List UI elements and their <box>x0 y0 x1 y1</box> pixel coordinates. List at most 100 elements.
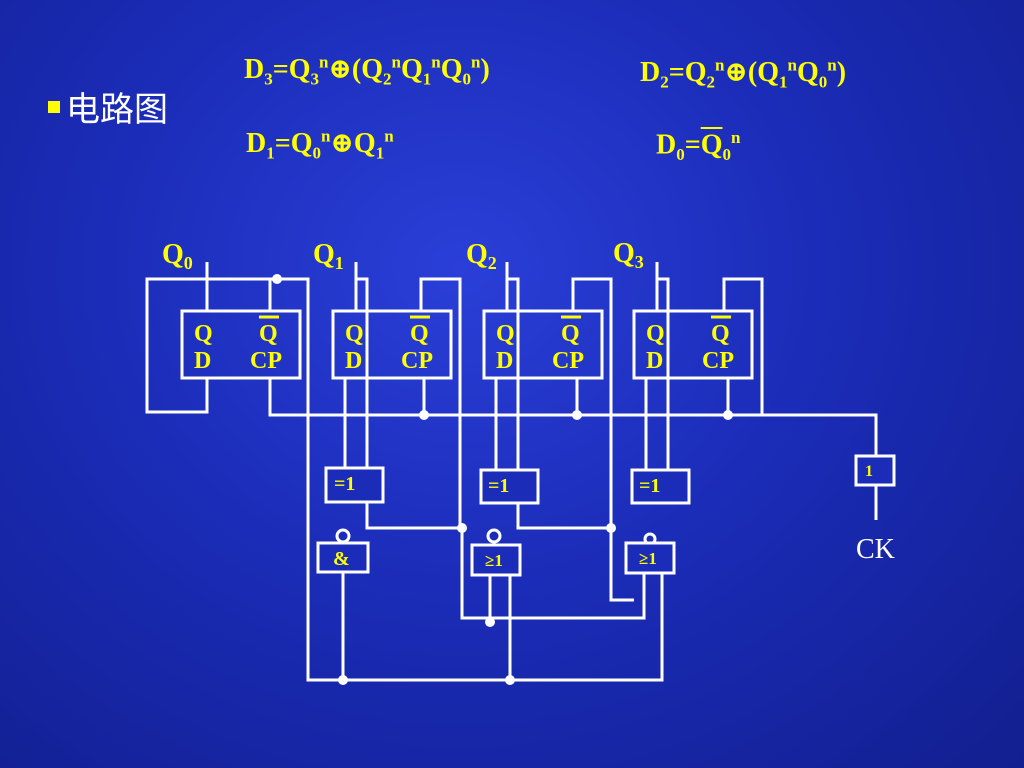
flipflop-2: Q Q D CP <box>482 309 604 380</box>
equation-part: =Q <box>274 128 313 159</box>
svg-text:≥1: ≥1 <box>639 549 657 568</box>
equation-part: 0 <box>312 143 321 163</box>
equation-part: Q <box>796 57 819 88</box>
xor-gate-2: =1 <box>479 468 540 505</box>
output-label-q2: Q2 <box>466 239 497 273</box>
equation-part: Q <box>700 129 723 161</box>
equation-part: Q <box>400 54 423 85</box>
ff2-cp-pin: CP <box>552 348 584 374</box>
clock-inverter: 1 <box>854 454 896 487</box>
ff3-d-pin: D <box>646 348 663 374</box>
equation-part: ⊕Q <box>330 128 376 159</box>
ff0-d-pin: D <box>194 348 211 374</box>
equation-part: D <box>246 128 267 159</box>
equation-part: n <box>787 55 797 75</box>
slide-heading: 电路图 <box>48 82 168 131</box>
equation-d0: D0=Q0n <box>656 128 740 165</box>
equation-part: 2 <box>383 69 392 89</box>
bullet-icon <box>48 100 60 113</box>
equation-part: 2 <box>660 72 669 92</box>
equation-part: n <box>391 52 401 72</box>
equation-part: D <box>640 57 661 88</box>
equation-part: 1 <box>422 69 432 89</box>
wire-or1-out <box>488 573 646 620</box>
equation-part: 0 <box>676 144 685 164</box>
svg-text:&: & <box>333 548 350 570</box>
svg-text:=1: =1 <box>639 475 660 497</box>
flipflop-0: Q Q D CP <box>180 309 302 380</box>
equation-part: n <box>730 128 741 147</box>
equation-d2: D2=Q2n⊕(Q1nQ0n) <box>640 55 846 93</box>
flipflop-1: Q Q D CP <box>331 309 453 380</box>
xor-gate-3: =1 <box>630 468 691 505</box>
svg-text:=1: =1 <box>488 475 509 497</box>
equation-part: =Q <box>272 54 311 85</box>
wire-q0-bus <box>207 277 343 682</box>
ff0-q-pin: Q <box>194 321 213 347</box>
equation-part: ⊕(Q <box>724 57 780 88</box>
or-gate-2: ≥1 <box>624 541 676 575</box>
ff1-d-pin: D <box>345 348 362 374</box>
junction-dots <box>272 274 733 685</box>
equation-part: 0 <box>818 72 828 92</box>
output-label-q1: Q1 <box>313 239 344 273</box>
and-gate: & <box>316 541 370 574</box>
ff3-q-pin: Q <box>646 321 665 347</box>
ff1-qbar-pin: Q <box>410 321 429 347</box>
equation-part: n <box>318 52 329 72</box>
ff1-q-pin: Q <box>345 321 364 347</box>
wire-qbar3 <box>722 277 764 415</box>
equation-part: n <box>431 52 441 72</box>
ff3-cp-pin: CP <box>702 348 734 374</box>
svg-text:≥1: ≥1 <box>485 551 503 570</box>
equation-d3: D3=Q3n⊕(Q2nQ1nQ0n) <box>244 52 490 90</box>
equation-part: = <box>684 129 701 161</box>
wire-qbar2 <box>571 277 613 528</box>
equation-part: n <box>384 126 394 146</box>
equation-part: 1 <box>779 72 788 92</box>
flipflop-3: Q Q D CP <box>632 309 754 380</box>
wire-bottom-bus <box>341 572 664 682</box>
equation-part: 2 <box>706 72 715 92</box>
equation-part: 3 <box>264 69 273 89</box>
wire-q2-bus <box>507 277 634 602</box>
equation-part: n <box>827 55 837 75</box>
equation-part: =Q <box>668 57 707 88</box>
equation-part: n <box>320 126 331 146</box>
equation-d1: D1=Q0n⊕Q1n <box>246 126 394 164</box>
output-label-q0: Q0 <box>162 239 193 273</box>
equation-part: Q <box>440 54 463 85</box>
wire-qbar1 <box>419 277 462 528</box>
ff0-cp-pin: CP <box>250 348 282 374</box>
xor-gate-1: =1 <box>324 466 385 504</box>
slide-title: 电路图 <box>66 90 168 130</box>
ff0-qbar-pin: Q <box>259 321 278 347</box>
wire-q1-bus <box>356 277 490 620</box>
svg-text:1: 1 <box>865 463 873 480</box>
svg-text:=1: =1 <box>334 473 355 495</box>
equation-part: ) <box>836 57 847 88</box>
equation-part: ⊕(Q <box>328 54 384 85</box>
ff1-cp-pin: CP <box>401 348 433 374</box>
and-bubble <box>335 528 351 544</box>
equation-part: n <box>471 52 481 72</box>
or1-bubble <box>486 528 502 544</box>
equation-part: 1 <box>375 143 385 163</box>
wire-ff0-loop <box>145 277 209 414</box>
equation-part: 0 <box>722 144 731 164</box>
ff2-d-pin: D <box>496 348 513 374</box>
wires <box>145 262 878 682</box>
ff2-qbar-pin: Q <box>561 321 580 347</box>
equation-part: 3 <box>310 69 319 89</box>
ff3-qbar-pin: Q <box>711 321 730 347</box>
equation-part: D <box>244 54 265 85</box>
equation-part: ) <box>480 54 490 85</box>
clock-label: CK <box>856 534 895 565</box>
or-gate-1: ≥1 <box>470 543 522 577</box>
output-label-q3: Q3 <box>613 238 644 272</box>
ff2-q-pin: Q <box>496 321 515 347</box>
equation-part: n <box>714 55 725 75</box>
equation-part: 0 <box>462 69 472 89</box>
equation-part: 1 <box>266 143 275 163</box>
